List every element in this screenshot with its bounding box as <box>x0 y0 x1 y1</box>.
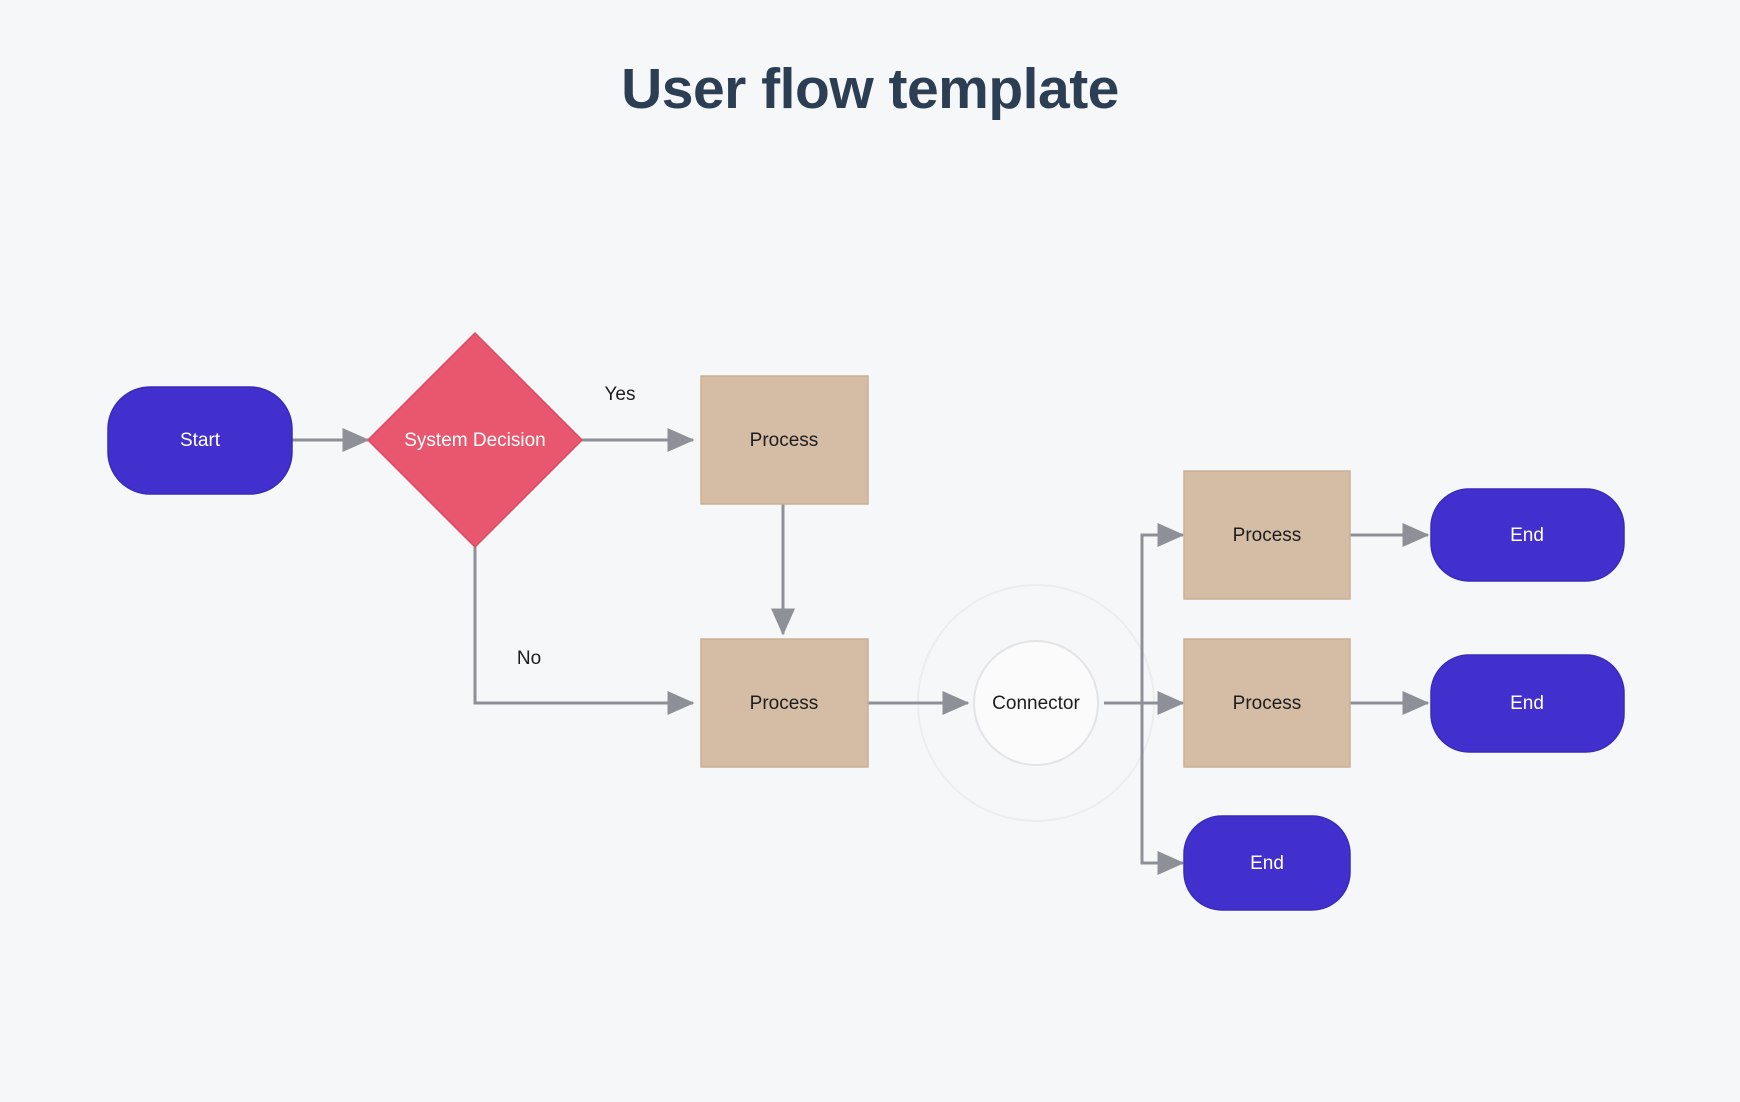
process-no-shape[interactable] <box>700 638 869 768</box>
process-a-label: Process <box>1233 525 1302 546</box>
edge-decision-no-to-process <box>473 547 695 715</box>
end-a-label: End <box>1510 525 1544 546</box>
edge-label-yes: Yes <box>605 384 636 405</box>
edge-connector-to-end-c <box>1140 703 1185 875</box>
page-title: User flow template <box>621 57 1119 121</box>
node-process-no[interactable]: Process <box>700 638 869 768</box>
end-b-label: End <box>1510 693 1544 714</box>
node-end-c[interactable]: End <box>1183 815 1351 911</box>
node-end-b[interactable]: End <box>1430 654 1625 753</box>
node-process-a[interactable]: Process <box>1183 470 1351 600</box>
edge-connector-to-process-a <box>1140 523 1185 703</box>
end-c-shape[interactable] <box>1183 815 1351 911</box>
connector-shape[interactable] <box>973 640 1099 766</box>
start-shape[interactable] <box>107 386 293 495</box>
process-no-label: Process <box>750 693 819 714</box>
connector-label: Connector <box>992 693 1080 714</box>
decision-shape[interactable] <box>366 331 584 549</box>
process-a-shape[interactable] <box>1183 470 1351 600</box>
node-process-b[interactable]: Process <box>1183 638 1351 768</box>
process-b-shape[interactable] <box>1183 638 1351 768</box>
node-end-a[interactable]: End <box>1430 488 1625 582</box>
end-b-shape[interactable] <box>1430 654 1625 753</box>
node-start[interactable]: Start <box>107 386 293 495</box>
process-b-label: Process <box>1233 693 1302 714</box>
end-a-shape[interactable] <box>1430 488 1625 582</box>
flow-edges <box>292 428 1430 875</box>
start-label: Start <box>180 430 221 451</box>
process-yes-shape[interactable] <box>700 375 869 505</box>
end-c-label: End <box>1250 853 1284 874</box>
decision-label: System Decision <box>404 430 546 451</box>
node-connector[interactable]: Connector <box>973 640 1099 766</box>
node-process-yes[interactable]: Process <box>700 375 869 505</box>
process-yes-label: Process <box>750 430 819 451</box>
edge-label-no: No <box>517 648 541 669</box>
node-system-decision[interactable]: System Decision <box>366 331 584 549</box>
